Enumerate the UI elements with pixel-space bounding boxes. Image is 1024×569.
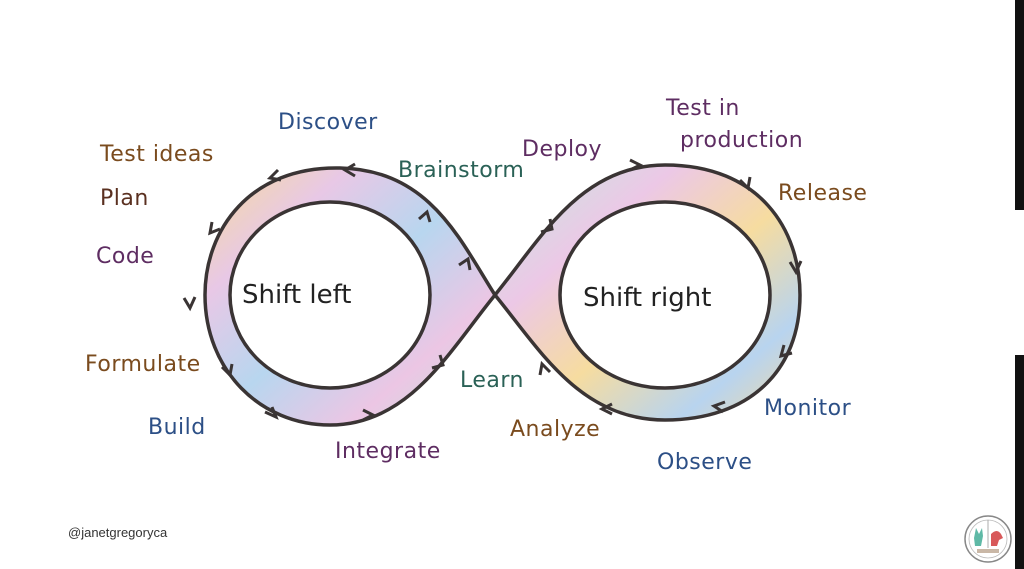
label-learn: Learn (460, 368, 524, 393)
label-code: Code (96, 244, 155, 269)
shift-left-label: Shift left (242, 280, 352, 310)
edge-bar-top (1015, 0, 1024, 210)
right-inner-circle (558, 200, 772, 390)
label-brainstorm: Brainstorm (398, 158, 525, 183)
label-release: Release (778, 181, 868, 206)
fellowship-logo (964, 515, 1012, 563)
author-credit: @janetgregoryca (68, 525, 168, 540)
label-production: production (680, 128, 804, 153)
label-observe: Observe (657, 450, 753, 475)
label-deploy: Deploy (522, 137, 603, 162)
label-analyze: Analyze (510, 417, 601, 442)
left-inner-circle (228, 200, 432, 390)
edge-bar-bottom (1015, 355, 1024, 569)
label-test-in: Test in (666, 96, 740, 121)
arrow-icons (182, 158, 803, 422)
label-test-ideas: Test ideas (100, 142, 214, 167)
label-integrate: Integrate (335, 439, 441, 464)
shift-right-label: Shift right (583, 283, 712, 313)
label-plan: Plan (100, 186, 149, 211)
label-formulate: Formulate (85, 352, 201, 377)
label-build: Build (148, 415, 206, 440)
label-discover: Discover (278, 110, 378, 135)
label-monitor: Monitor (764, 396, 852, 421)
